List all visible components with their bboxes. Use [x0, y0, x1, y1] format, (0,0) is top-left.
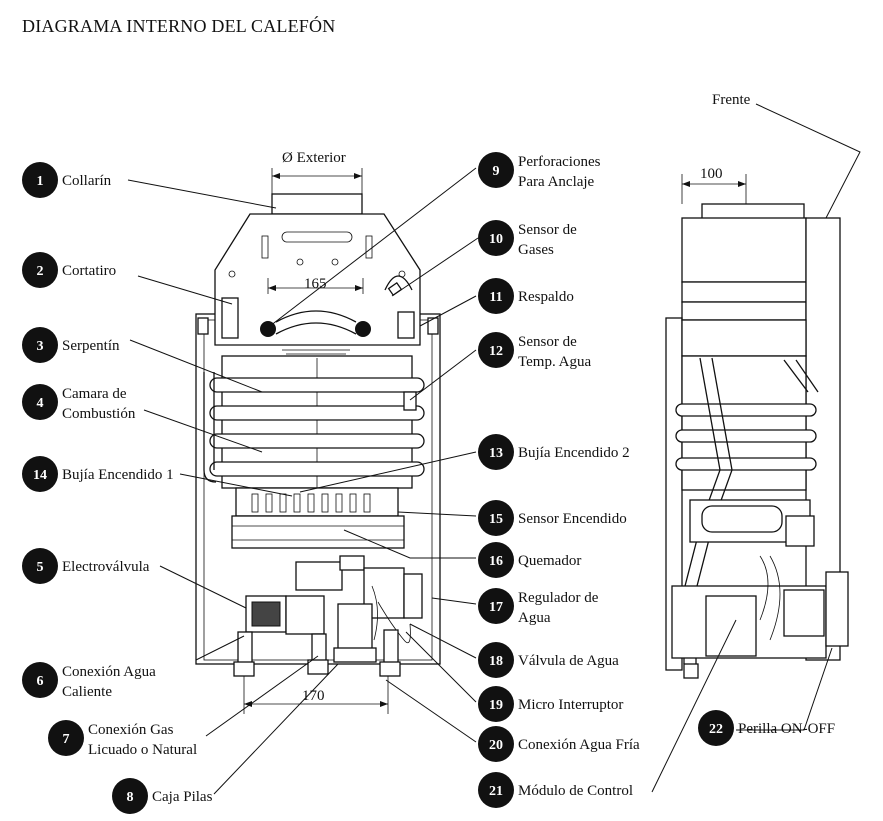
callout-number-18: 18	[489, 654, 503, 669]
callout-label-19-line-1: Micro Interruptor	[518, 697, 623, 713]
callout-label-21-line-1: Módulo de Control	[518, 783, 633, 799]
callout-label-12-line-1: Sensor de	[518, 334, 577, 350]
callout-label-8-line-1: Caja Pilas	[152, 789, 213, 805]
callout-badge-5	[22, 548, 58, 584]
callout-number-9: 9	[493, 164, 500, 179]
temp-sensor	[403, 391, 417, 411]
callout-number-6: 6	[37, 674, 44, 689]
callout-label-7-line-2: Licuado o Natural	[88, 742, 197, 758]
callout-label-6-line-1: Conexión Agua	[62, 664, 156, 680]
dimensions: Ø Exterior 165 100 170 Frente	[243, 92, 861, 714]
callout-label-9-line-2: Para Anclaje	[518, 174, 595, 190]
control-module-side	[705, 595, 757, 657]
callout-badge-13	[478, 434, 514, 470]
dim-front-width: 100	[700, 166, 723, 182]
callout-number-16: 16	[489, 554, 503, 569]
callout-badge-8	[112, 778, 148, 814]
callout-label-10-line-2: Gases	[518, 242, 554, 258]
anchor-hole-right	[355, 321, 371, 337]
callout-badge-22	[698, 710, 734, 746]
leader-lines	[127, 167, 833, 795]
burner-top	[235, 487, 399, 517]
label-frente: Frente	[712, 92, 751, 108]
callout-label-14-line-1: Bujía Encendido 1	[62, 467, 174, 483]
callout-number-11: 11	[489, 290, 502, 305]
callout-badge-3	[22, 327, 58, 363]
dim-exterior: Ø Exterior	[282, 150, 346, 166]
diagram-title: DIAGRAMA INTERNO DEL CALEFÓN	[22, 16, 336, 36]
callout-number-14: 14	[33, 468, 47, 483]
callout-label-4-line-2: Combustión	[62, 406, 136, 422]
callout-badge-17	[478, 588, 514, 624]
callout-number-12: 12	[489, 344, 503, 359]
callout-badge-14	[22, 456, 58, 492]
burner	[231, 515, 405, 549]
callout-number-22: 22	[709, 722, 723, 737]
callout-label-22-line-1: Perilla ON-OFF	[738, 721, 835, 737]
callouts: 1 Collarín 2 Cortatiro 3 Serpentín 4 Camara de C…	[22, 152, 835, 814]
callout-number-13: 13	[489, 446, 503, 461]
callout-label-18-line-1: Válvula de Agua	[518, 653, 619, 669]
callout-number-3: 3	[37, 339, 44, 354]
callout-badge-10	[478, 220, 514, 256]
callout-badge-16	[478, 542, 514, 578]
draft-hood	[214, 213, 421, 346]
callout-number-15: 15	[489, 512, 503, 527]
callout-label-10-line-1: Sensor de	[518, 222, 577, 238]
callout-label-4-line-1: Camara de	[62, 386, 127, 402]
callout-number-2: 2	[37, 264, 44, 279]
front-view	[195, 193, 441, 677]
callout-badge-7	[48, 720, 84, 756]
callout-badge-18	[478, 642, 514, 678]
callout-label-2-line-1: Cortatiro	[62, 263, 116, 279]
callout-label-17-line-1: Regulador de	[518, 590, 599, 606]
serpentine-coil	[209, 377, 425, 477]
callout-badge-4	[22, 384, 58, 420]
callout-number-20: 20	[489, 738, 503, 753]
callout-badge-21	[478, 772, 514, 808]
callout-number-17: 17	[489, 600, 503, 615]
collar	[271, 193, 363, 215]
dim-connections: 170	[302, 688, 325, 704]
callout-number-7: 7	[63, 732, 70, 747]
callout-label-20-line-1: Conexión Agua Fría	[518, 737, 640, 753]
callout-number-8: 8	[127, 790, 134, 805]
callout-label-16-line-1: Quemador	[518, 553, 581, 569]
callout-number-10: 10	[489, 232, 503, 247]
callout-badge-6	[22, 662, 58, 698]
callout-label-9-line-1: Perforaciones	[518, 154, 601, 170]
callout-badge-1	[22, 162, 58, 198]
callout-badge-11	[478, 278, 514, 314]
side-view	[665, 203, 849, 679]
callout-number-1: 1	[37, 174, 44, 189]
callout-badge-12	[478, 332, 514, 368]
callout-badge-2	[22, 252, 58, 288]
dim-anchor: 165	[304, 276, 327, 292]
callout-label-13-line-1: Bujía Encendido 2	[518, 445, 630, 461]
callout-badge-19	[478, 686, 514, 722]
callout-label-5-line-1: Electroválvula	[62, 559, 150, 575]
callout-number-5: 5	[37, 560, 44, 575]
hot-water-pipe	[237, 631, 253, 665]
gas-valve-body	[295, 561, 343, 591]
callout-label-6-line-2: Caliente	[62, 684, 112, 700]
callout-label-15-line-1: Sensor Encendido	[518, 511, 627, 527]
callout-label-12-line-2: Temp. Agua	[518, 354, 591, 370]
callout-number-19: 19	[489, 698, 503, 713]
on-off-knob	[825, 571, 849, 647]
callout-label-7-line-1: Conexión Gas	[88, 722, 174, 738]
callout-badge-15	[478, 500, 514, 536]
callout-label-11-line-1: Respaldo	[518, 289, 574, 305]
callout-label-1-line-1: Collarín	[62, 173, 112, 189]
callout-badge-20	[478, 726, 514, 762]
callout-badge-9	[478, 152, 514, 188]
cold-water-pipe	[383, 629, 399, 665]
callout-label-17-line-2: Agua	[518, 610, 551, 626]
callout-number-4: 4	[37, 396, 44, 411]
callout-number-21: 21	[489, 784, 503, 799]
callout-label-3-line-1: Serpentín	[62, 338, 120, 354]
